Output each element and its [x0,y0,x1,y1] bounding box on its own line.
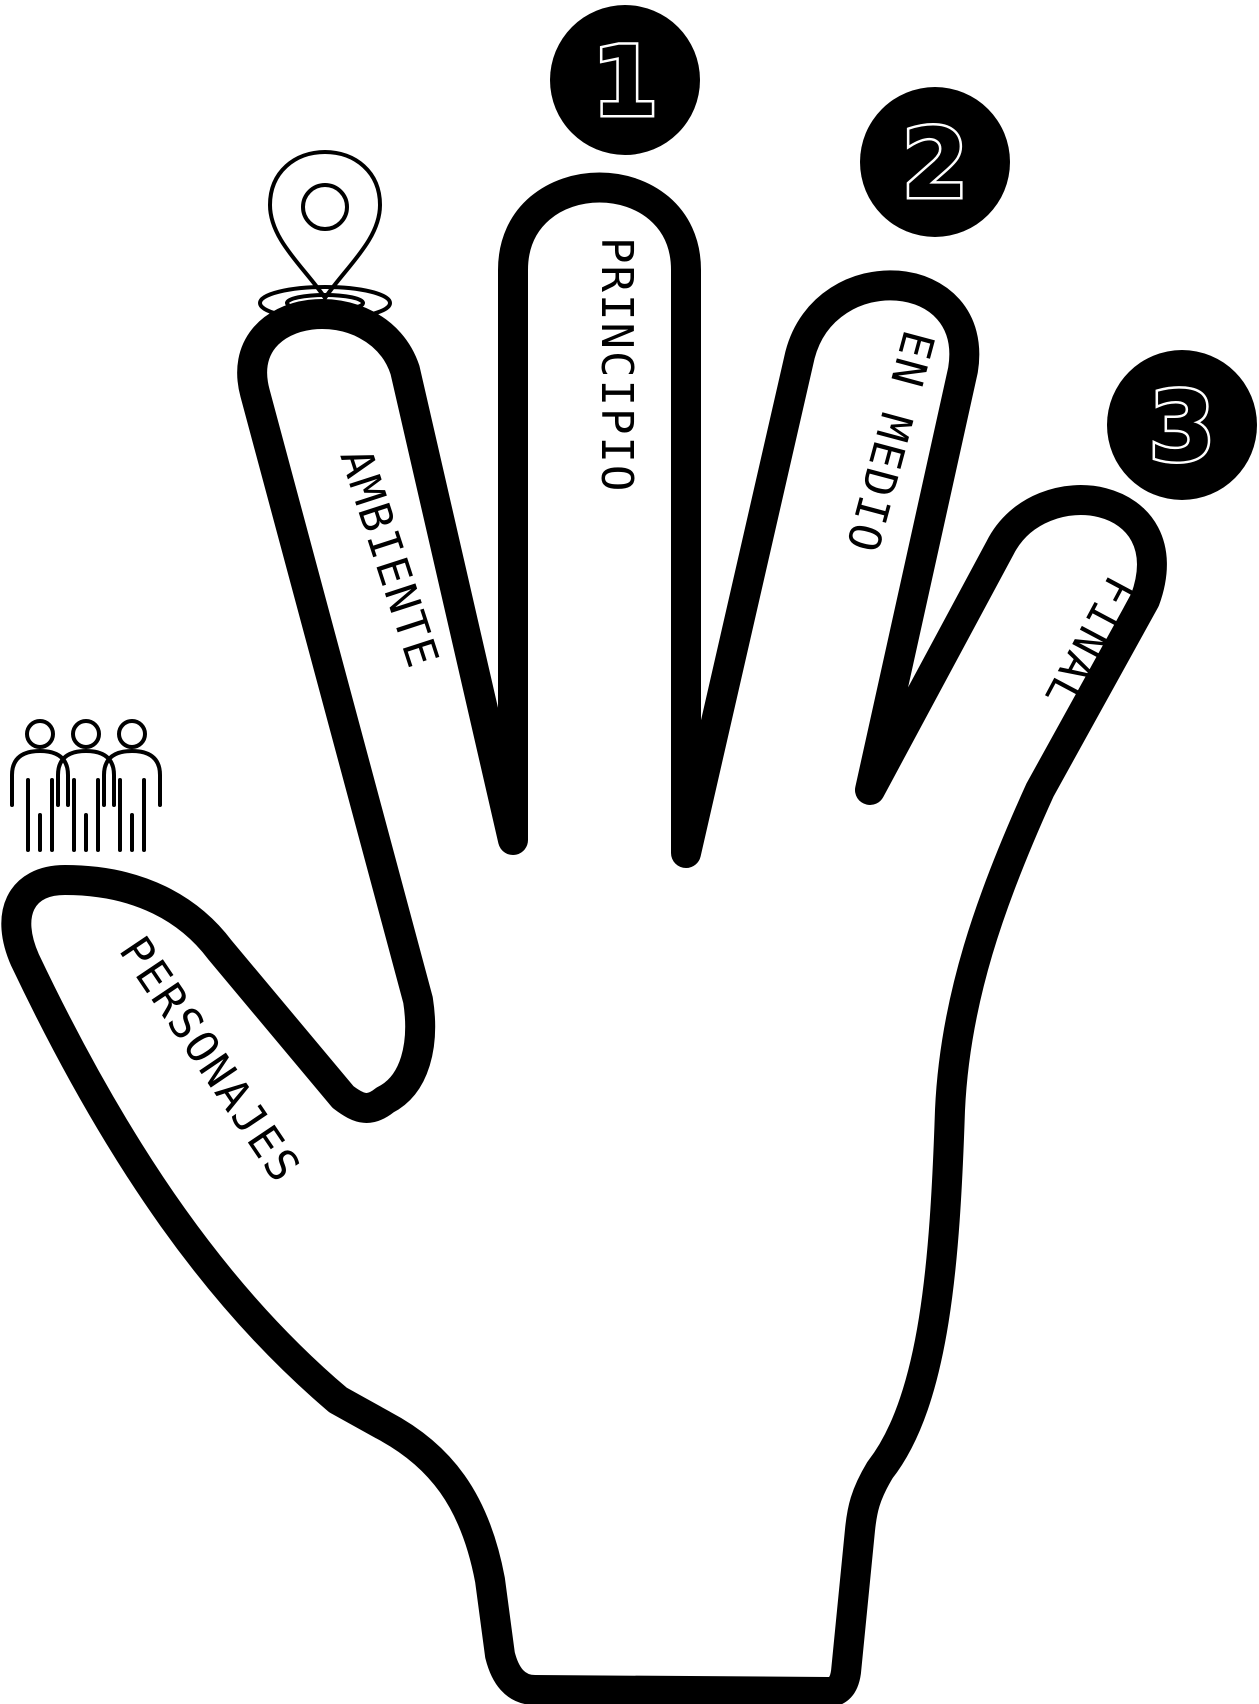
badge-number-3: 3 [1149,371,1216,483]
badge-number-2: 2 [902,108,969,220]
badge-2: 2 [860,87,1010,237]
hand-outline [16,188,1152,1693]
people-group-icon [12,721,160,850]
badge-3: 3 [1107,350,1257,500]
badge-number-1: 1 [592,26,659,138]
location-pin-icon [260,152,390,319]
badge-1: 1 [550,5,700,155]
finger-label-principio: PRINCIPIO [591,237,642,493]
